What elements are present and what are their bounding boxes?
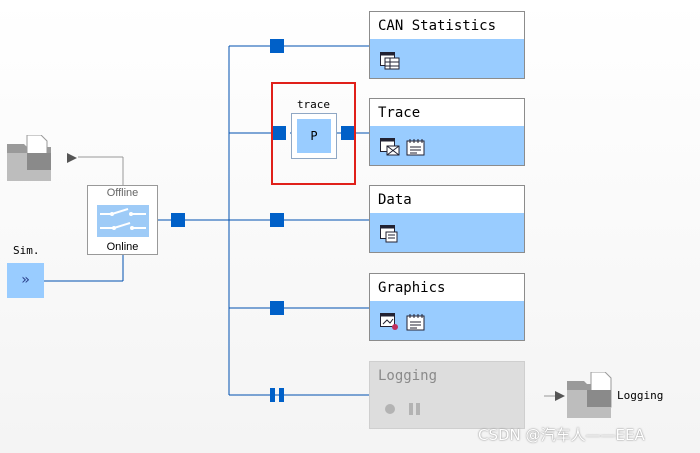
notepad-icon[interactable] [406,138,426,156]
trace-filter-label: trace [296,98,331,111]
can-statistics-window[interactable]: CAN Statistics [369,11,525,79]
data-window[interactable]: Data [369,185,525,253]
trace-window[interactable]: Trace [369,98,525,166]
pass-filter-node: P [297,119,331,153]
node-main-output[interactable] [171,213,185,227]
logging-file-label: Logging [617,389,664,402]
trace-filter-highlight[interactable]: trace P [271,82,356,185]
data-window-icon[interactable] [380,225,400,243]
logging-title: Logging [378,368,438,384]
offline-label: Offline [106,187,139,199]
node-logging-paused[interactable] [270,388,284,402]
graphics-window-icon[interactable] [380,313,400,331]
node-can-statistics[interactable] [270,39,284,53]
node-trace-in[interactable] [272,126,286,140]
can-statistics-title: CAN Statistics [378,18,497,34]
notepad-icon[interactable] [406,313,426,331]
trace-window-icon[interactable] [380,138,400,156]
graphics-title: Graphics [378,280,446,296]
node-data[interactable] [270,213,284,227]
node-trace-out[interactable] [341,126,355,140]
offline-online-switch[interactable]: Offline Online [87,185,158,255]
simulation-button[interactable]: » [7,263,44,298]
data-title: Data [378,192,412,208]
node-graphics[interactable] [270,301,284,315]
logging-file-icon[interactable] [567,372,613,418]
trace-title: Trace [378,105,421,121]
pause-icon[interactable] [408,402,422,416]
sim-label: Sim. [13,244,40,257]
offline-source-file-icon[interactable] [7,135,53,181]
statistics-window-icon[interactable] [380,52,400,70]
online-label: Online [106,241,139,253]
graphics-window[interactable]: Graphics [369,273,525,341]
switch-icon [97,205,149,237]
record-icon[interactable] [383,402,397,416]
logging-block[interactable]: Logging [369,361,525,429]
watermark: CSDN @汽车人——EEA [478,426,645,444]
trace-filter-block[interactable]: P [291,113,337,159]
